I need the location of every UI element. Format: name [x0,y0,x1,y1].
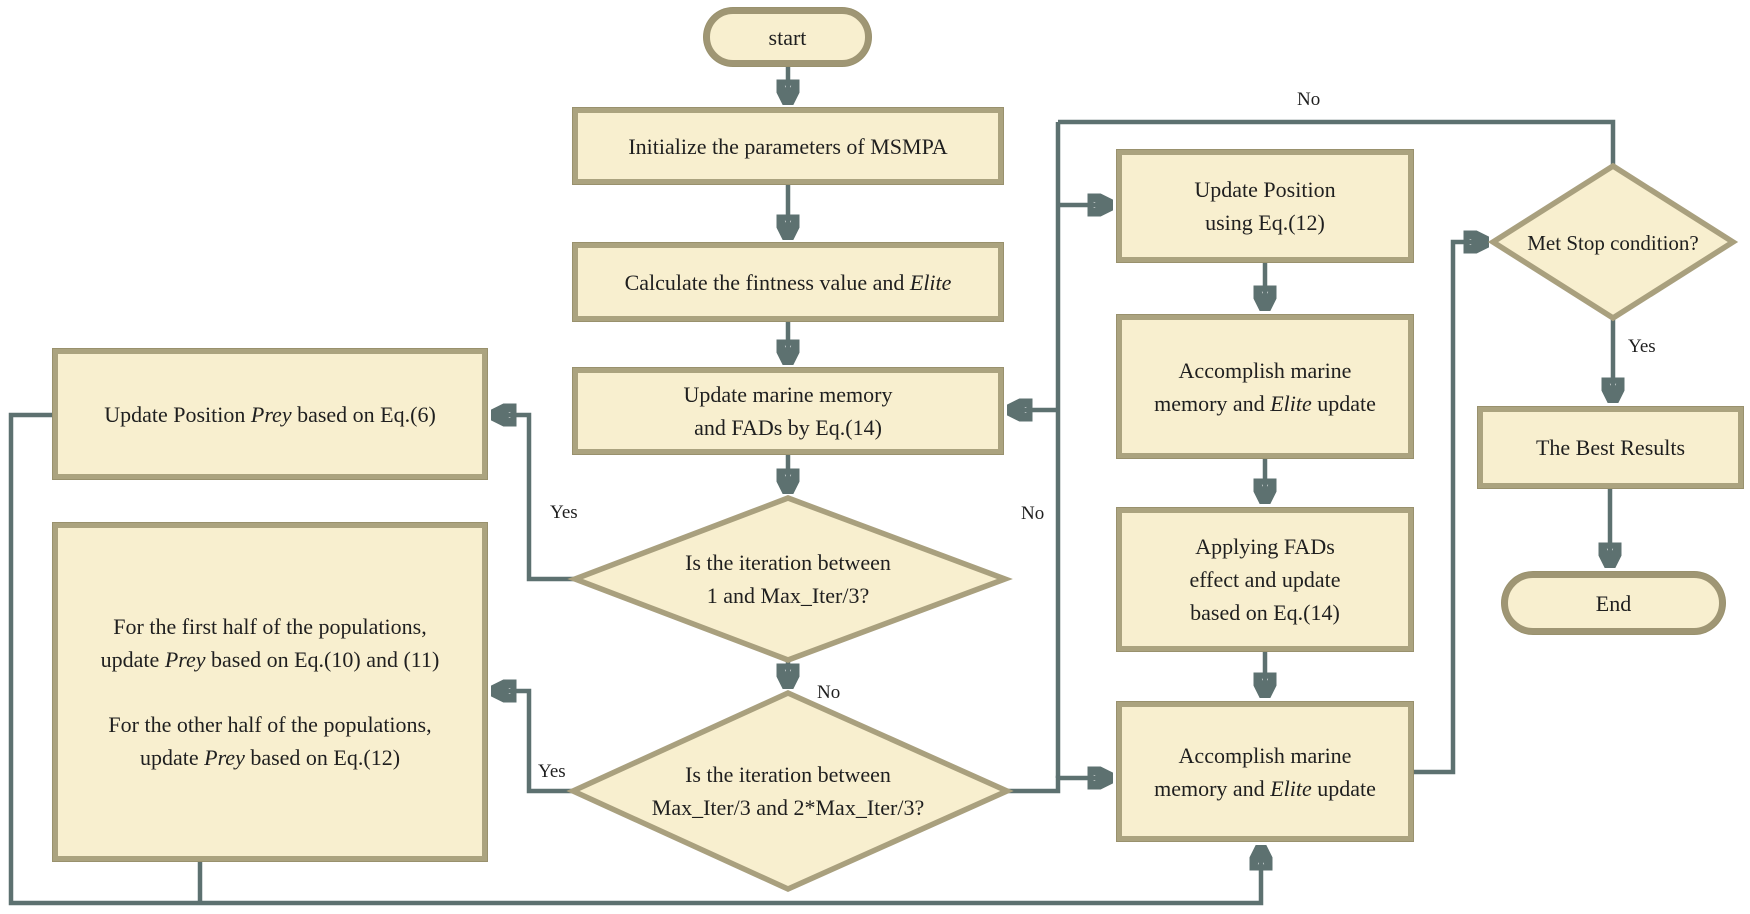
node-half-p2-line1: For the other half of the populations, [108,712,432,737]
node-update-marine-line1: Update marine memory [683,382,893,407]
edge-acc2-loop-stop [1413,242,1486,775]
node-decision2-line1: Is the iteration between [685,762,891,787]
node-half-p1-line2: update Prey based on Eq.(10) and (11) [100,647,440,672]
node-half-population-update: For the first half of the populations, u… [53,523,487,861]
label-decision1-no: No [817,682,841,703]
node-accomplish-1-line1: Accomplish marine [1178,357,1352,383]
label-bus-no: No [1021,503,1045,524]
node-decision1-line1: Is the iteration between [685,550,891,575]
node-start: start [704,8,871,66]
node-update-position-line2: using Eq.(12) [1205,210,1325,235]
node-calculate-fitness: Calculate the fintness value and Elite [573,243,1003,321]
node-stop-condition-shape [1487,162,1739,322]
node-update-prey-eq6: Update Position Prey based on Eq.(6) [53,349,487,479]
node-update-position-line1: Update Position [1194,177,1336,202]
node-half-paragraph-1: For the first half of the populations, u… [101,610,440,676]
edge-stopno-toprail [1058,119,1616,166]
edge-decision2-no-acc2 [1007,778,1110,794]
label-decision1-yes: Yes [550,502,578,523]
node-best-results: The Best Results [1478,407,1743,488]
label-stop-yes: Yes [1628,336,1656,357]
node-accomplish-2-line1: Accomplish marine [1178,742,1352,768]
node-decision1-shape [567,495,1013,663]
node-accomplish-1-line2: memory and Elite update [1154,390,1376,416]
node-accomplish-marine-2: Accomplish marine memory and Elite updat… [1117,702,1413,841]
node-applying-fads-line1: Applying FADs [1195,534,1335,559]
node-initialize-label: Initialize the parameters of MSMPA [628,133,948,159]
node-applying-fads-line2: effect and update [1189,567,1341,592]
edge-decision1-yes-prey6 [494,415,577,582]
label-stop-no: No [1297,89,1321,110]
node-end-label: End [1595,590,1632,616]
node-decision1-line2: 1 and Max_Iter/3? [706,583,870,608]
node-update-prey-eq6-label: Update Position Prey based on Eq.(6) [104,401,436,427]
node-applying-fads: Applying FADs effect and update based on… [1117,508,1413,651]
node-accomplish-2-line2: memory and Elite update [1154,775,1376,801]
node-decision2-text: Is the iteration between Max_Iter/3 and … [568,758,1008,824]
node-update-marine-line2: and FADs by Eq.(14) [694,415,882,440]
node-start-label: start [768,24,807,50]
node-initialize: Initialize the parameters of MSMPA [573,108,1003,184]
node-stop-condition-text: Met Stop condition? [1495,230,1731,256]
node-update-marine-memory: Update marine memory and FADs by Eq.(14) [573,368,1003,454]
edge-decision2-yes-half [494,691,575,794]
node-half-p1-line1: For the first half of the populations, [113,614,427,639]
node-half-p2-line2: update Prey based on Eq.(12) [139,745,401,770]
node-decision2-line2: Max_Iter/3 and 2*Max_Iter/3? [651,795,925,820]
label-decision2-yes: Yes [538,761,566,782]
node-update-position-eq12: Update Position using Eq.(12) [1117,150,1413,262]
node-decision1-text: Is the iteration between 1 and Max_Iter/… [588,546,988,612]
node-accomplish-marine-1: Accomplish marine memory and Elite updat… [1117,315,1413,458]
node-half-paragraph-2: For the other half of the populations, u… [108,708,431,774]
node-calculate-fitness-label: Calculate the fintness value and Elite [624,269,952,295]
node-end: End [1502,572,1725,634]
node-best-results-label: The Best Results [1535,435,1686,460]
edge-prey6-bottomrail-acc2 [8,412,1261,906]
node-stop-condition-label: Met Stop condition? [1527,231,1699,255]
node-applying-fads-line3: based on Eq.(14) [1190,600,1340,625]
node-decision2-shape [566,689,1014,893]
